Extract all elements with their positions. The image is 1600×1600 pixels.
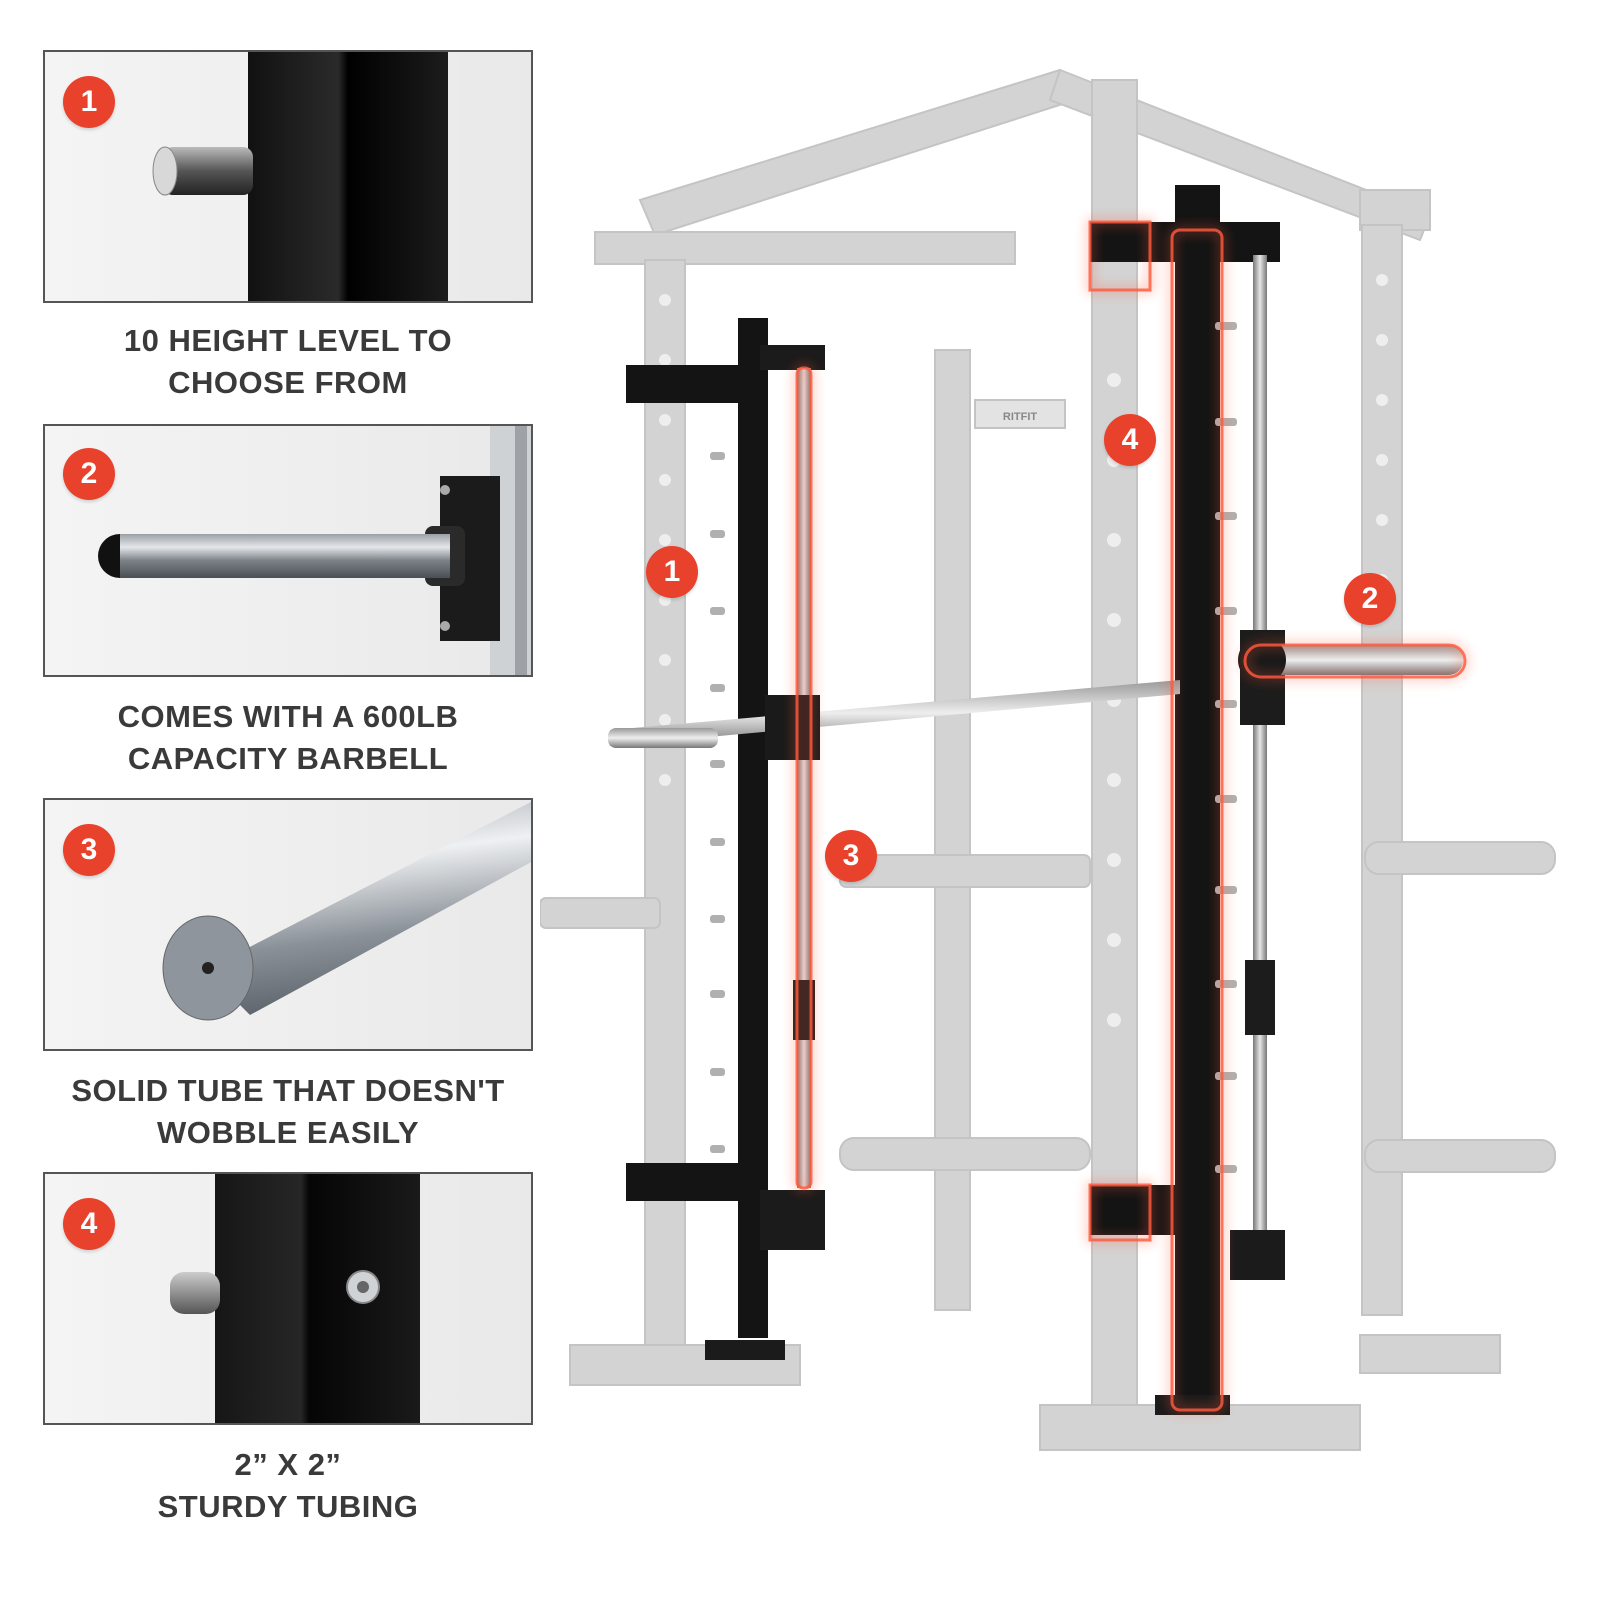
feature-panel-1: 1 (43, 50, 533, 303)
power-rack-illustration: RITFIT (540, 68, 1556, 1451)
rack-callout-badge-4: 4 (1104, 414, 1156, 466)
smith-barbell (608, 636, 1463, 760)
feature-caption-1: 10 HEIGHT LEVEL TO CHOOSE FROM (43, 320, 533, 404)
caption-line: STURDY TUBING (157, 1489, 419, 1524)
feature-caption-4: 2” X 2” STURDY TUBING (43, 1444, 533, 1528)
caption-line: 10 HEIGHT LEVEL TO (123, 323, 453, 358)
feature-number-badge: 2 (63, 448, 115, 500)
caption-line: 2” X 2” (234, 1447, 342, 1482)
feature-caption-3: SOLID TUBE THAT DOESN'T WOBBLE EASILY (43, 1070, 533, 1154)
left-height-pins (710, 452, 725, 1153)
caption-line: COMES WITH A 600LB (117, 699, 459, 734)
pin-closeup-image (152, 52, 448, 301)
caption-line: CHOOSE FROM (168, 365, 408, 400)
caption-line: CAPACITY BARBELL (127, 741, 449, 776)
rack-frame (540, 68, 1556, 1451)
caption-line: WOBBLE EASILY (157, 1115, 419, 1150)
barbell-closeup-image (98, 426, 531, 675)
feature-number-badge: 1 (63, 76, 115, 128)
tubing-closeup-image (170, 1174, 420, 1423)
caption-line: SOLID TUBE THAT DOESN'T (71, 1073, 505, 1108)
solid-rod-closeup-image (162, 802, 531, 1021)
feature-panel-3: 3 (43, 798, 533, 1051)
feature-panel-4: 4 (43, 1172, 533, 1425)
feature-number-badge: 3 (63, 824, 115, 876)
rack-callout-badge-1: 1 (646, 546, 698, 598)
rack-brand-label: RITFIT (1003, 411, 1037, 423)
rack-callout-badge-2: 2 (1344, 573, 1396, 625)
highlight-glow (795, 220, 1467, 1412)
feature-caption-2: COMES WITH A 600LB CAPACITY BARBELL (43, 696, 533, 780)
rack-callout-badge-3: 3 (825, 830, 877, 882)
feature-number-badge: 4 (63, 1198, 115, 1250)
feature-panel-2: 2 (43, 424, 533, 677)
left-smith-upright (626, 318, 825, 1360)
